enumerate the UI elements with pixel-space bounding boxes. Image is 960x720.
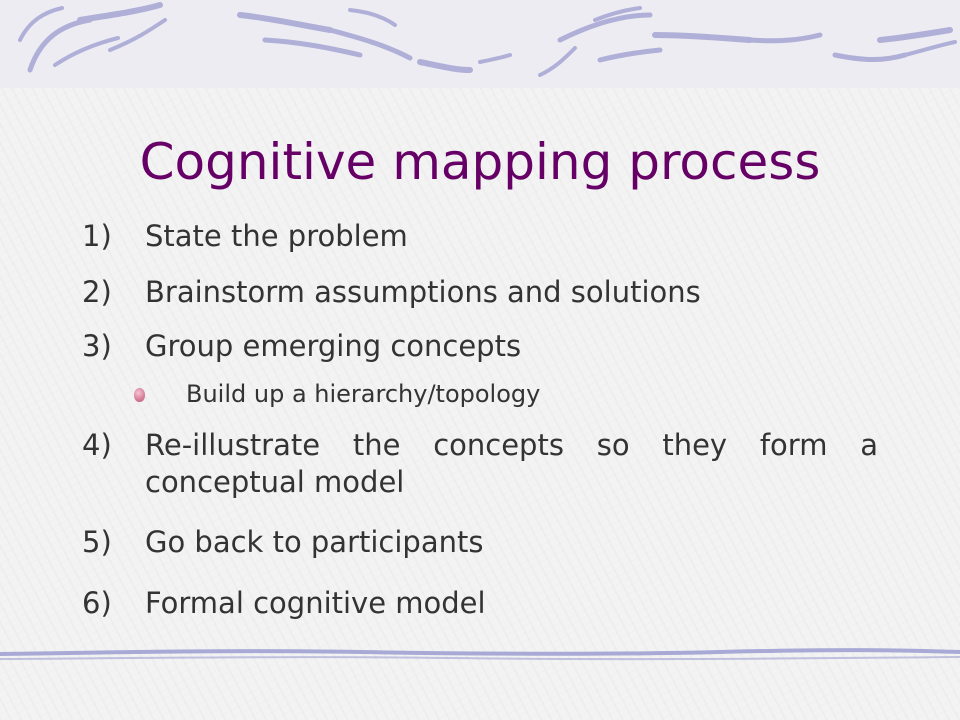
step-text: Go back to participants	[145, 525, 484, 559]
step-number: 1)	[82, 219, 112, 253]
step-text: Formal cognitive model	[145, 586, 486, 620]
slide-title: Cognitive mapping process	[139, 133, 821, 191]
step-text: Group emerging concepts	[145, 329, 522, 363]
step-number: 4)	[82, 428, 112, 462]
step-number: 6)	[82, 586, 112, 620]
step-number: 2)	[82, 275, 112, 309]
decorative-bottom-rule	[0, 648, 960, 661]
flower-bullet-icon	[134, 388, 145, 402]
step-number: 3)	[82, 329, 112, 363]
decorative-top-swashes	[18, 2, 957, 77]
step-text: Brainstorm assumptions and solutions	[145, 275, 701, 309]
step-number: 5)	[82, 525, 112, 559]
step-text: Re-illustrate the concepts so they form …	[145, 428, 878, 499]
header-band	[0, 0, 960, 88]
sub-step-text: Build up a hierarchy/topology	[186, 380, 541, 408]
step-text: State the problem	[145, 219, 408, 253]
